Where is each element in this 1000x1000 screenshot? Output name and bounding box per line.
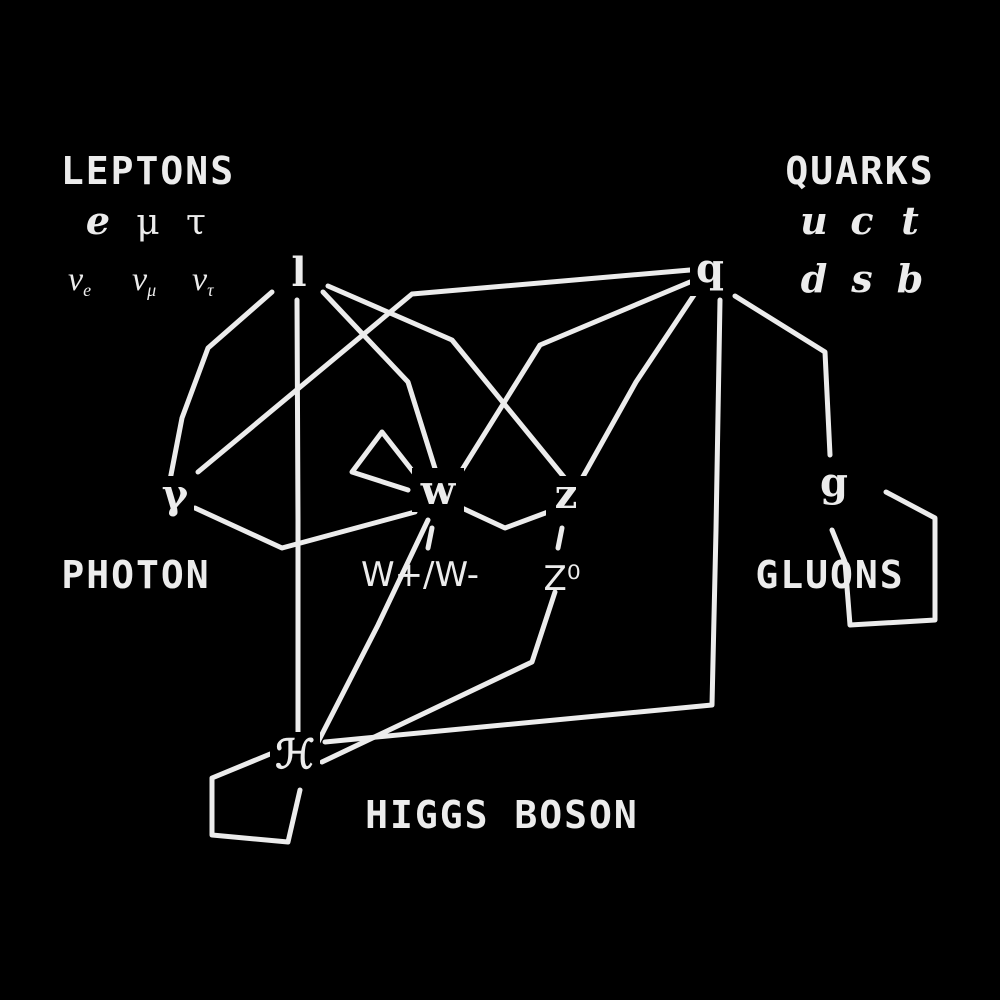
edge-w-self-loop	[349, 429, 421, 493]
node-quark: q	[696, 245, 724, 292]
node-masks	[156, 248, 852, 778]
lepton-electron: e	[86, 198, 110, 243]
higgs-label: HIGGS BOSON	[365, 793, 639, 837]
node-higgs: ℋ	[275, 731, 315, 778]
lepton-muon: μ	[136, 202, 159, 243]
edge-w-higgs	[315, 517, 431, 745]
edge-lepton-z	[325, 283, 571, 485]
boson-ticks	[425, 525, 565, 551]
quark-charm: c	[850, 198, 873, 243]
edge-z-higgs	[319, 589, 558, 765]
lepton-tau: τ	[186, 202, 206, 243]
neutrino-tau: ντ	[192, 261, 214, 300]
interaction-lines	[167, 267, 938, 845]
edge-quark-gluon-loop	[732, 293, 833, 458]
neutrino-electron: νe	[68, 261, 91, 300]
quark-up: u	[800, 198, 828, 243]
quarks-title: QUARKS	[785, 149, 934, 193]
nodes: l q γ w z g ℋ	[162, 245, 848, 778]
edge-w-z	[459, 505, 551, 531]
z-tick	[555, 525, 565, 551]
quark-strange: s	[850, 256, 872, 301]
edge-quark-z	[577, 289, 699, 485]
node-photon: γ	[162, 471, 189, 518]
edge-quark-photon	[195, 267, 693, 475]
node-lepton: l	[291, 249, 306, 296]
w-tick	[425, 525, 435, 551]
neutrino-muon: νμ	[132, 261, 156, 300]
quarks-group: QUARKS u c t d s b	[785, 149, 934, 301]
quark-top: t	[901, 198, 919, 243]
w-boson-label: W+/W-	[361, 555, 479, 595]
edge-lepton-photon-loop	[167, 289, 275, 483]
edge-gluon-self-loop	[829, 489, 938, 628]
edge-photon-w	[192, 505, 418, 551]
leptons-title: LEPTONS	[61, 149, 235, 193]
node-w: w	[420, 467, 457, 514]
edge-lepton-higgs	[294, 297, 301, 763]
particle-labels: PHOTON W+/W- Z⁰ GLUONS HIGGS BOSON	[61, 553, 904, 837]
gluons-label: GLUONS	[755, 553, 904, 597]
edge-higgs-self-loop	[209, 749, 303, 845]
quark-bottom: b	[897, 256, 924, 301]
photon-label: PHOTON	[61, 553, 210, 597]
leptons-group: LEPTONS e μ τ νe νμ ντ	[61, 149, 235, 300]
z-boson-label: Z⁰	[544, 559, 581, 599]
edge-quark-w	[449, 279, 693, 489]
quark-down: d	[801, 256, 828, 301]
node-z: z	[555, 471, 578, 518]
node-gluon: g	[820, 459, 848, 506]
edge-lepton-w	[320, 289, 441, 481]
edge-quark-higgs	[322, 297, 723, 745]
